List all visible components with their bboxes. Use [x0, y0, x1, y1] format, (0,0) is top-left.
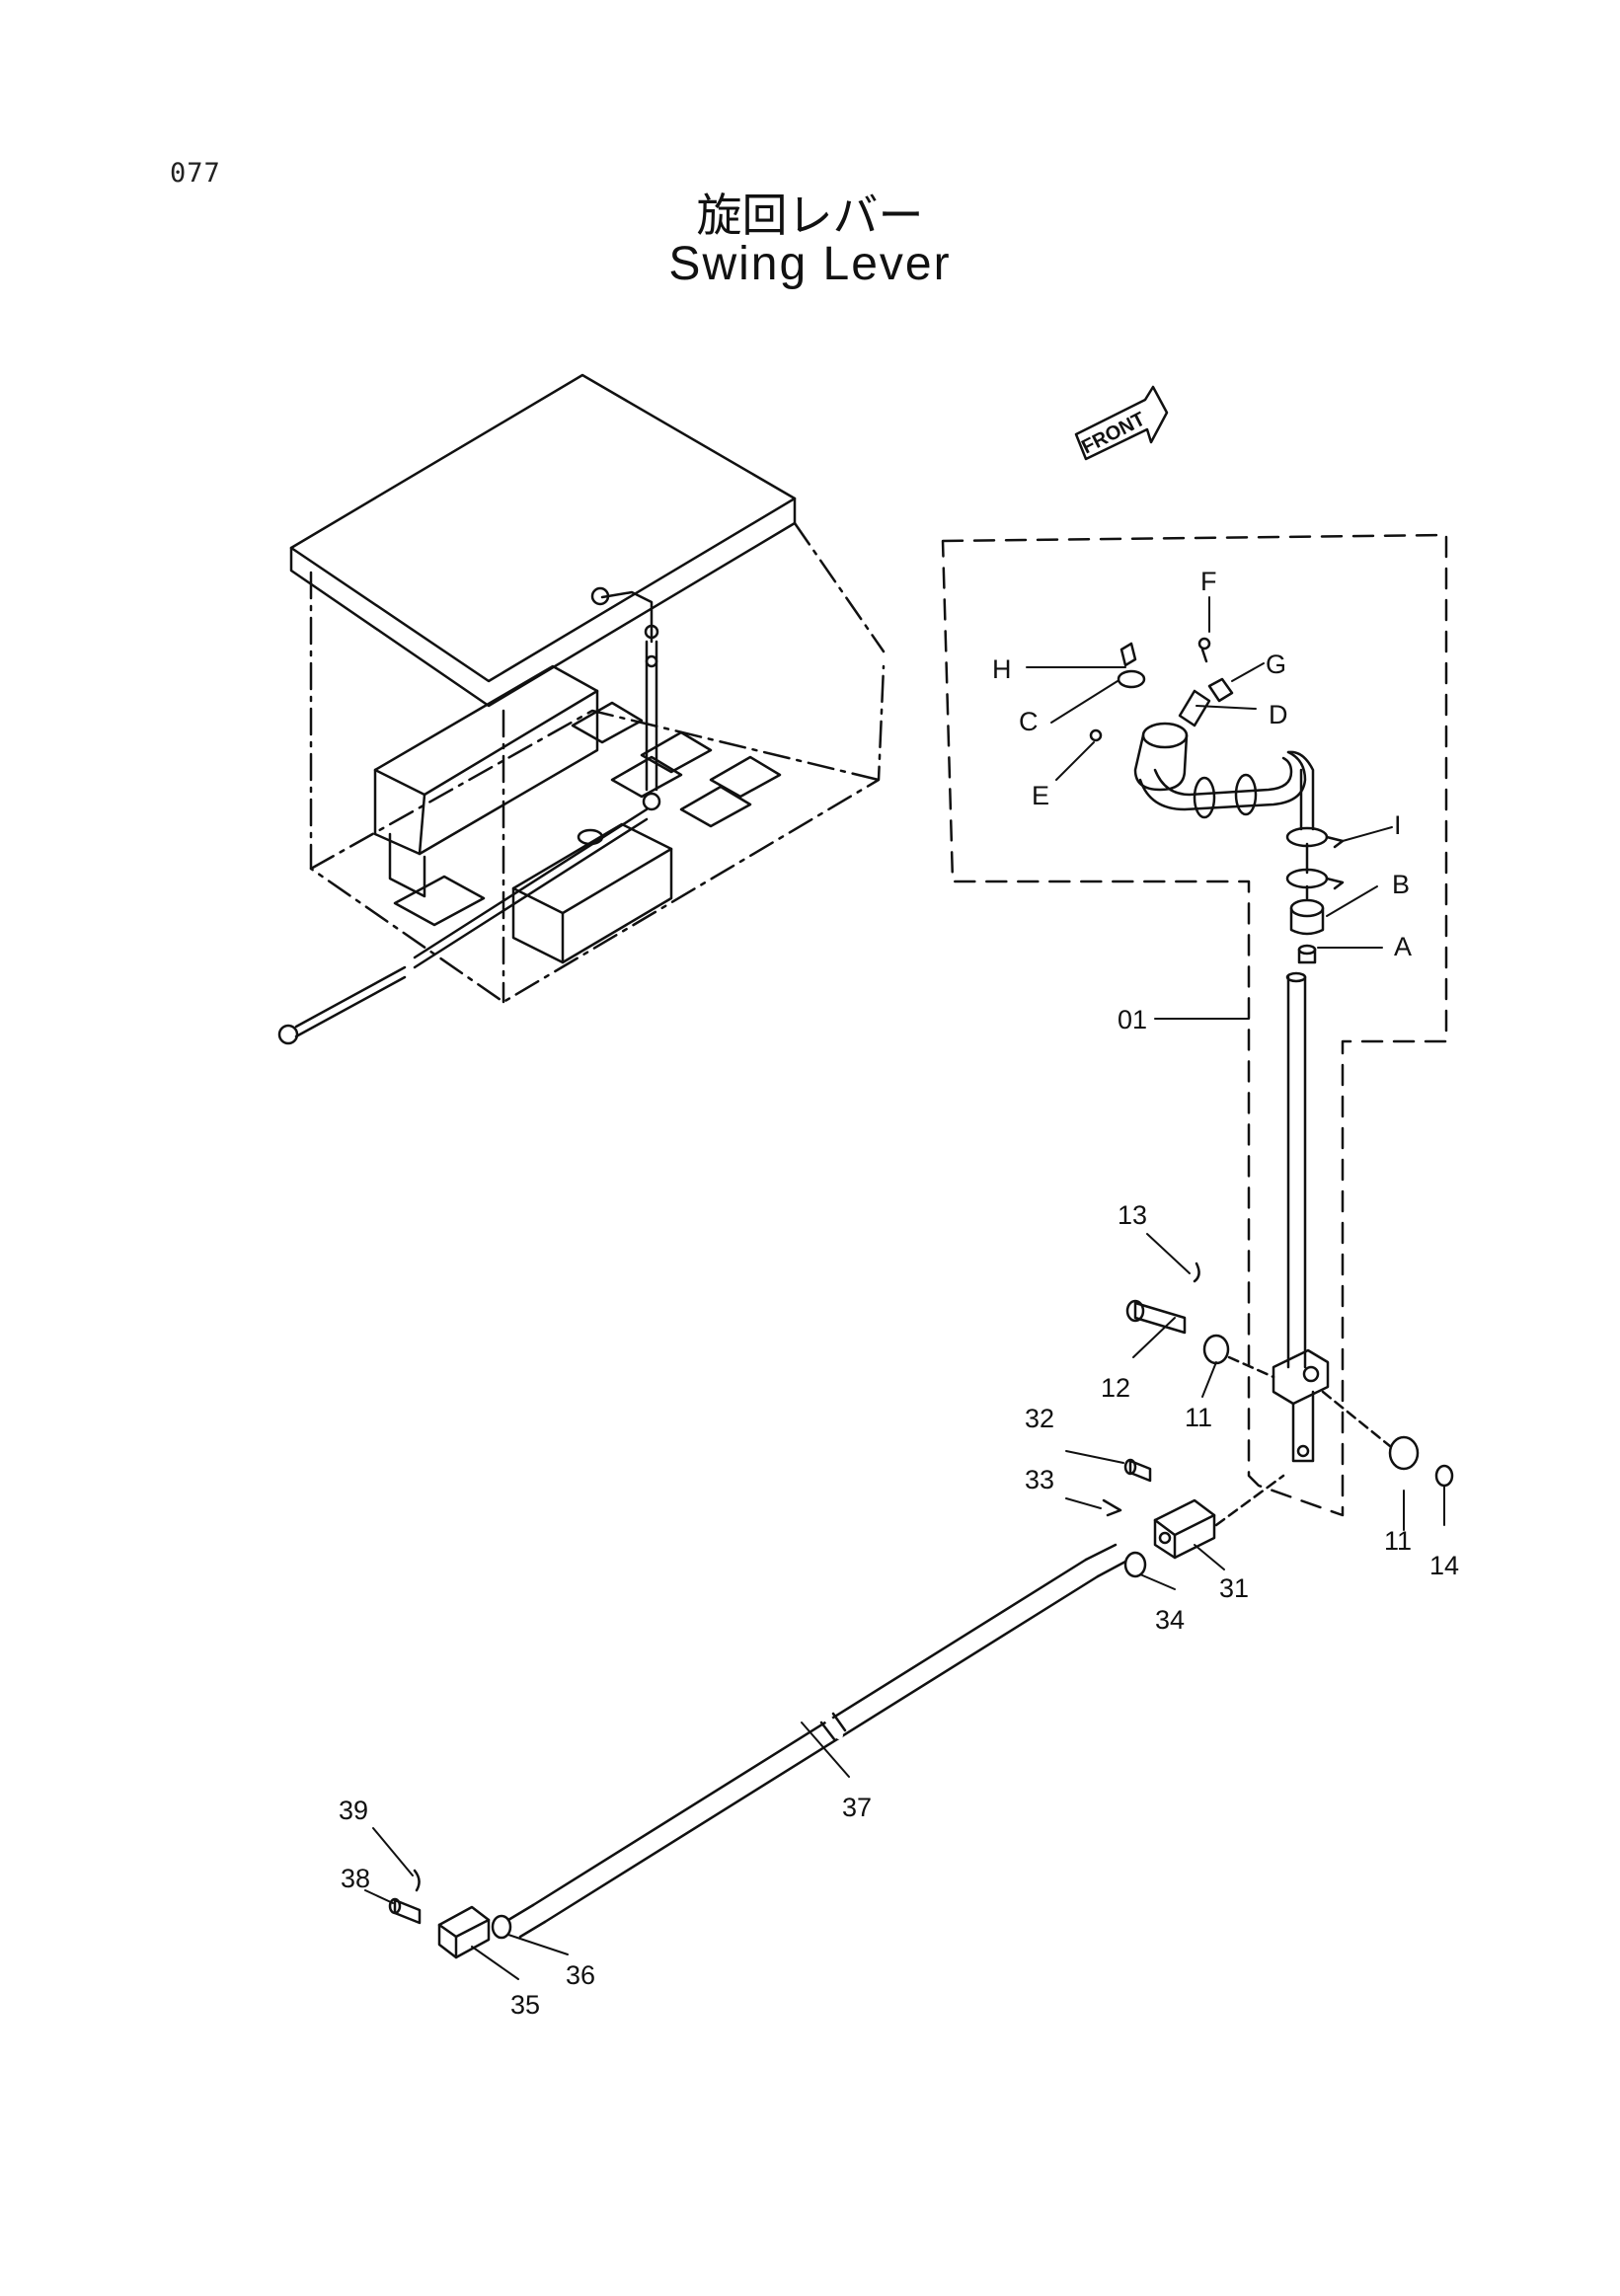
callout-35: 35	[510, 1990, 540, 2020]
callout-01: 01	[1118, 1005, 1147, 1034]
callout-31: 31	[1219, 1573, 1249, 1603]
leader-lines	[364, 596, 1445, 1980]
callout-i: I	[1394, 810, 1402, 840]
callout-a: A	[1394, 932, 1412, 961]
diagram-title-english: Swing Lever	[668, 238, 952, 290]
callout-d: D	[1269, 700, 1288, 729]
subassembly-boundary	[941, 533, 1448, 1517]
callout-f: F	[1200, 567, 1217, 596]
callout-37: 37	[842, 1793, 872, 1822]
upper-clevis	[1102, 1458, 1285, 1578]
lower-clevis	[388, 1869, 512, 1959]
callout-39: 39	[339, 1796, 368, 1825]
callout-e: E	[1032, 781, 1049, 810]
cab-overview-drawing	[277, 373, 886, 1045]
page-number: 077	[170, 158, 221, 189]
callout-14: 14	[1429, 1551, 1459, 1580]
callout-36: 36	[566, 1960, 595, 1990]
lever-head-assembly	[1089, 637, 1345, 964]
bolt-and-collars	[1125, 1262, 1454, 1488]
callout-11-right: 11	[1384, 1526, 1412, 1556]
callout-32: 32	[1025, 1404, 1054, 1433]
front-direction-marker	[1074, 385, 1169, 461]
callout-g: G	[1266, 650, 1286, 679]
callout-34: 34	[1155, 1605, 1185, 1635]
callout-11-left: 11	[1185, 1403, 1212, 1432]
callout-c: C	[1019, 707, 1039, 736]
callout-38: 38	[341, 1864, 370, 1893]
callout-13: 13	[1118, 1200, 1147, 1230]
callout-b: B	[1392, 870, 1410, 899]
lever-01	[1272, 971, 1330, 1463]
rod-37	[506, 1543, 1127, 1939]
callout-h: H	[992, 654, 1012, 684]
callout-33: 33	[1025, 1465, 1054, 1494]
callout-12: 12	[1101, 1373, 1130, 1403]
diagram-title-japanese: 旋回レバー	[696, 189, 924, 242]
callout-labels: A B C D E F G H I 01 11 11 12 13 14 31 3…	[339, 567, 1459, 2020]
